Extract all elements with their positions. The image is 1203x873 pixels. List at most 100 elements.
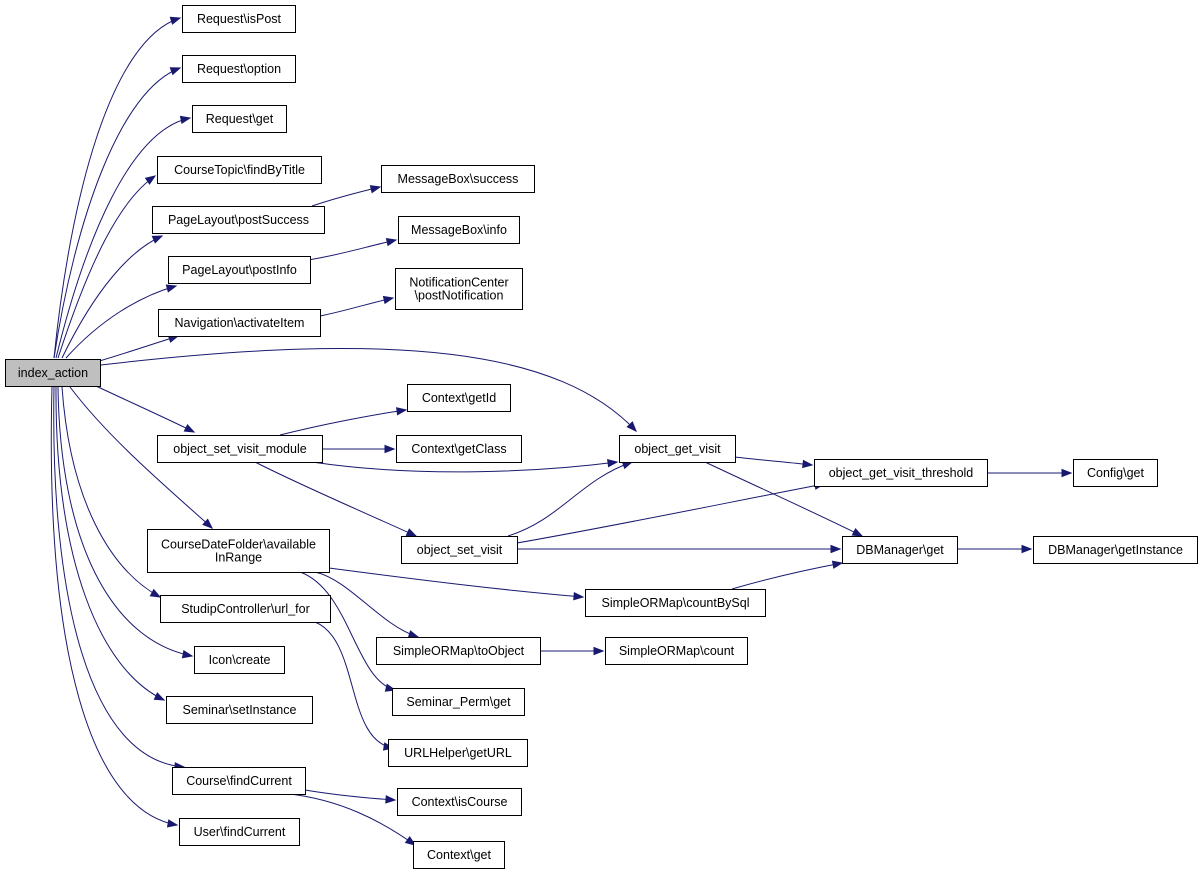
node-urlhelper-geturl[interactable]: URLHelper\getURL: [388, 739, 528, 767]
node-box[interactable]: [396, 435, 522, 463]
node-box[interactable]: [172, 767, 306, 795]
edge-n0-n2: [53, 67, 181, 359]
node-request-ispost[interactable]: Request\isPost: [182, 5, 296, 33]
arrowhead-n21-n19: [831, 560, 844, 569]
node-simpleormap-toobject[interactable]: SimpleORMap\toObject: [376, 637, 541, 665]
node-box[interactable]: [397, 788, 522, 816]
node-box[interactable]: [157, 156, 322, 184]
node-label: Seminar_Perm\get: [406, 695, 511, 709]
node-seminar-setinstance[interactable]: Seminar\setInstance: [166, 696, 313, 724]
node-label: InRange: [215, 551, 262, 565]
node-object-get-visit-threshold[interactable]: object_get_visit_threshold: [814, 459, 988, 487]
node-box[interactable]: [182, 5, 296, 33]
node-coursetopic-findbytitle[interactable]: CourseTopic\findByTitle: [157, 156, 322, 184]
node-object-set-visit-module[interactable]: object_set_visit_module: [157, 435, 323, 463]
edge-n0-n27: [55, 386, 165, 701]
node-context-iscourse[interactable]: Context\isCourse: [397, 788, 522, 816]
edge-n18-n12: [516, 483, 825, 544]
node-box[interactable]: [585, 589, 766, 617]
node-user-findcurrent[interactable]: User\findCurrent: [179, 818, 300, 846]
node-box[interactable]: [1033, 536, 1198, 564]
node-label: Context\get: [427, 848, 491, 862]
edge-n0-n31: [50, 386, 178, 826]
node-box[interactable]: [192, 105, 287, 133]
node-icon-create[interactable]: Icon\create: [194, 646, 285, 674]
node-messagebox-info[interactable]: MessageBox\info: [398, 216, 520, 244]
node-label: index_action: [18, 366, 88, 380]
arrowhead-n0-n22: [149, 588, 162, 598]
node-box[interactable]: [179, 818, 300, 846]
node-box[interactable]: [160, 595, 331, 623]
node-box[interactable]: [168, 256, 311, 284]
node-label: MessageBox\info: [411, 223, 507, 237]
edge-n0-n14: [95, 385, 195, 433]
edge-n0-n1: [53, 17, 181, 359]
arrowhead-n14-n15: [396, 407, 408, 416]
node-box[interactable]: [619, 435, 736, 463]
arrowhead-n14-n18: [405, 528, 418, 537]
node-notificationcenter-postnotification[interactable]: NotificationCenter\postNotification: [395, 268, 523, 310]
node-box[interactable]: [157, 435, 323, 463]
node-course-findcurrent[interactable]: Course\findCurrent: [172, 767, 306, 795]
edge-n29-n32: [289, 793, 416, 846]
arrowhead-n0-n25: [181, 650, 194, 659]
node-label: NotificationCenter: [409, 276, 508, 290]
node-box[interactable]: [376, 637, 541, 665]
node-context-getclass[interactable]: Context\getClass: [396, 435, 522, 463]
node-label: Seminar\setInstance: [183, 703, 297, 717]
node-box[interactable]: [814, 459, 988, 487]
node-box[interactable]: [395, 268, 523, 310]
node-pagelayout-postinfo[interactable]: PageLayout\postInfo: [168, 256, 311, 284]
node-box[interactable]: [152, 206, 325, 234]
node-label: URLHelper\getURL: [404, 746, 512, 760]
arrowhead-n0-n31: [166, 819, 179, 828]
node-request-get[interactable]: Request\get: [192, 105, 287, 133]
edge-n17-n23: [314, 571, 419, 638]
node-box[interactable]: [388, 739, 528, 767]
node-simpleormap-count[interactable]: SimpleORMap\count: [605, 637, 748, 665]
node-context-getid[interactable]: Context\getId: [407, 384, 511, 412]
node-box[interactable]: [147, 529, 330, 573]
node-label: Course\findCurrent: [186, 774, 292, 788]
arrowhead-n14-n11: [607, 459, 619, 468]
edge-n0-n17: [69, 386, 213, 529]
node-box[interactable]: [166, 696, 313, 724]
node-box[interactable]: [158, 309, 321, 337]
node-label: SimpleORMap\countBySql: [602, 596, 750, 610]
node-box[interactable]: [605, 637, 748, 665]
node-box[interactable]: [194, 646, 285, 674]
node-box[interactable]: [413, 841, 505, 869]
node-dbmanager-getinstance[interactable]: DBManager\getInstance: [1033, 536, 1198, 564]
node-box[interactable]: [407, 384, 511, 412]
node-box[interactable]: [401, 536, 518, 564]
node-box[interactable]: [5, 359, 101, 387]
edge-n14-n18: [254, 461, 417, 537]
arrowhead-n5-n6: [369, 185, 382, 194]
node-box[interactable]: [398, 216, 520, 244]
arrowhead-n12-n13: [1061, 468, 1073, 478]
node-request-option[interactable]: Request\option: [182, 55, 296, 83]
node-navigation-activateitem[interactable]: Navigation\activateItem: [158, 309, 321, 337]
node-box[interactable]: [381, 165, 535, 193]
node-object-set-visit[interactable]: object_set_visit: [401, 536, 518, 564]
node-dbmanager-get[interactable]: DBManager\get: [842, 536, 958, 564]
node-box[interactable]: [1073, 459, 1158, 487]
edge-n0-n11: [100, 348, 637, 432]
node-label: CourseDateFolder\available: [161, 538, 316, 552]
arrowhead-n11-n12: [802, 459, 814, 469]
node-box[interactable]: [392, 688, 525, 716]
node-seminar-perm-get[interactable]: Seminar_Perm\get: [392, 688, 525, 716]
node-config-get[interactable]: Config\get: [1073, 459, 1158, 487]
node-context-get[interactable]: Context\get: [413, 841, 505, 869]
node-box[interactable]: [182, 55, 296, 83]
node-object-get-visit[interactable]: object_get_visit: [619, 435, 736, 463]
node-index-action[interactable]: index_action: [5, 359, 101, 387]
node-box[interactable]: [842, 536, 958, 564]
node-messagebox-success[interactable]: MessageBox\success: [381, 165, 535, 193]
node-pagelayout-postsuccess[interactable]: PageLayout\postSuccess: [152, 206, 325, 234]
node-simpleormap-countbysql[interactable]: SimpleORMap\countBySql: [585, 589, 766, 617]
arrowhead-n19-n20: [1021, 544, 1033, 554]
node-studipcontroller-url-for[interactable]: StudipController\url_for: [160, 595, 331, 623]
